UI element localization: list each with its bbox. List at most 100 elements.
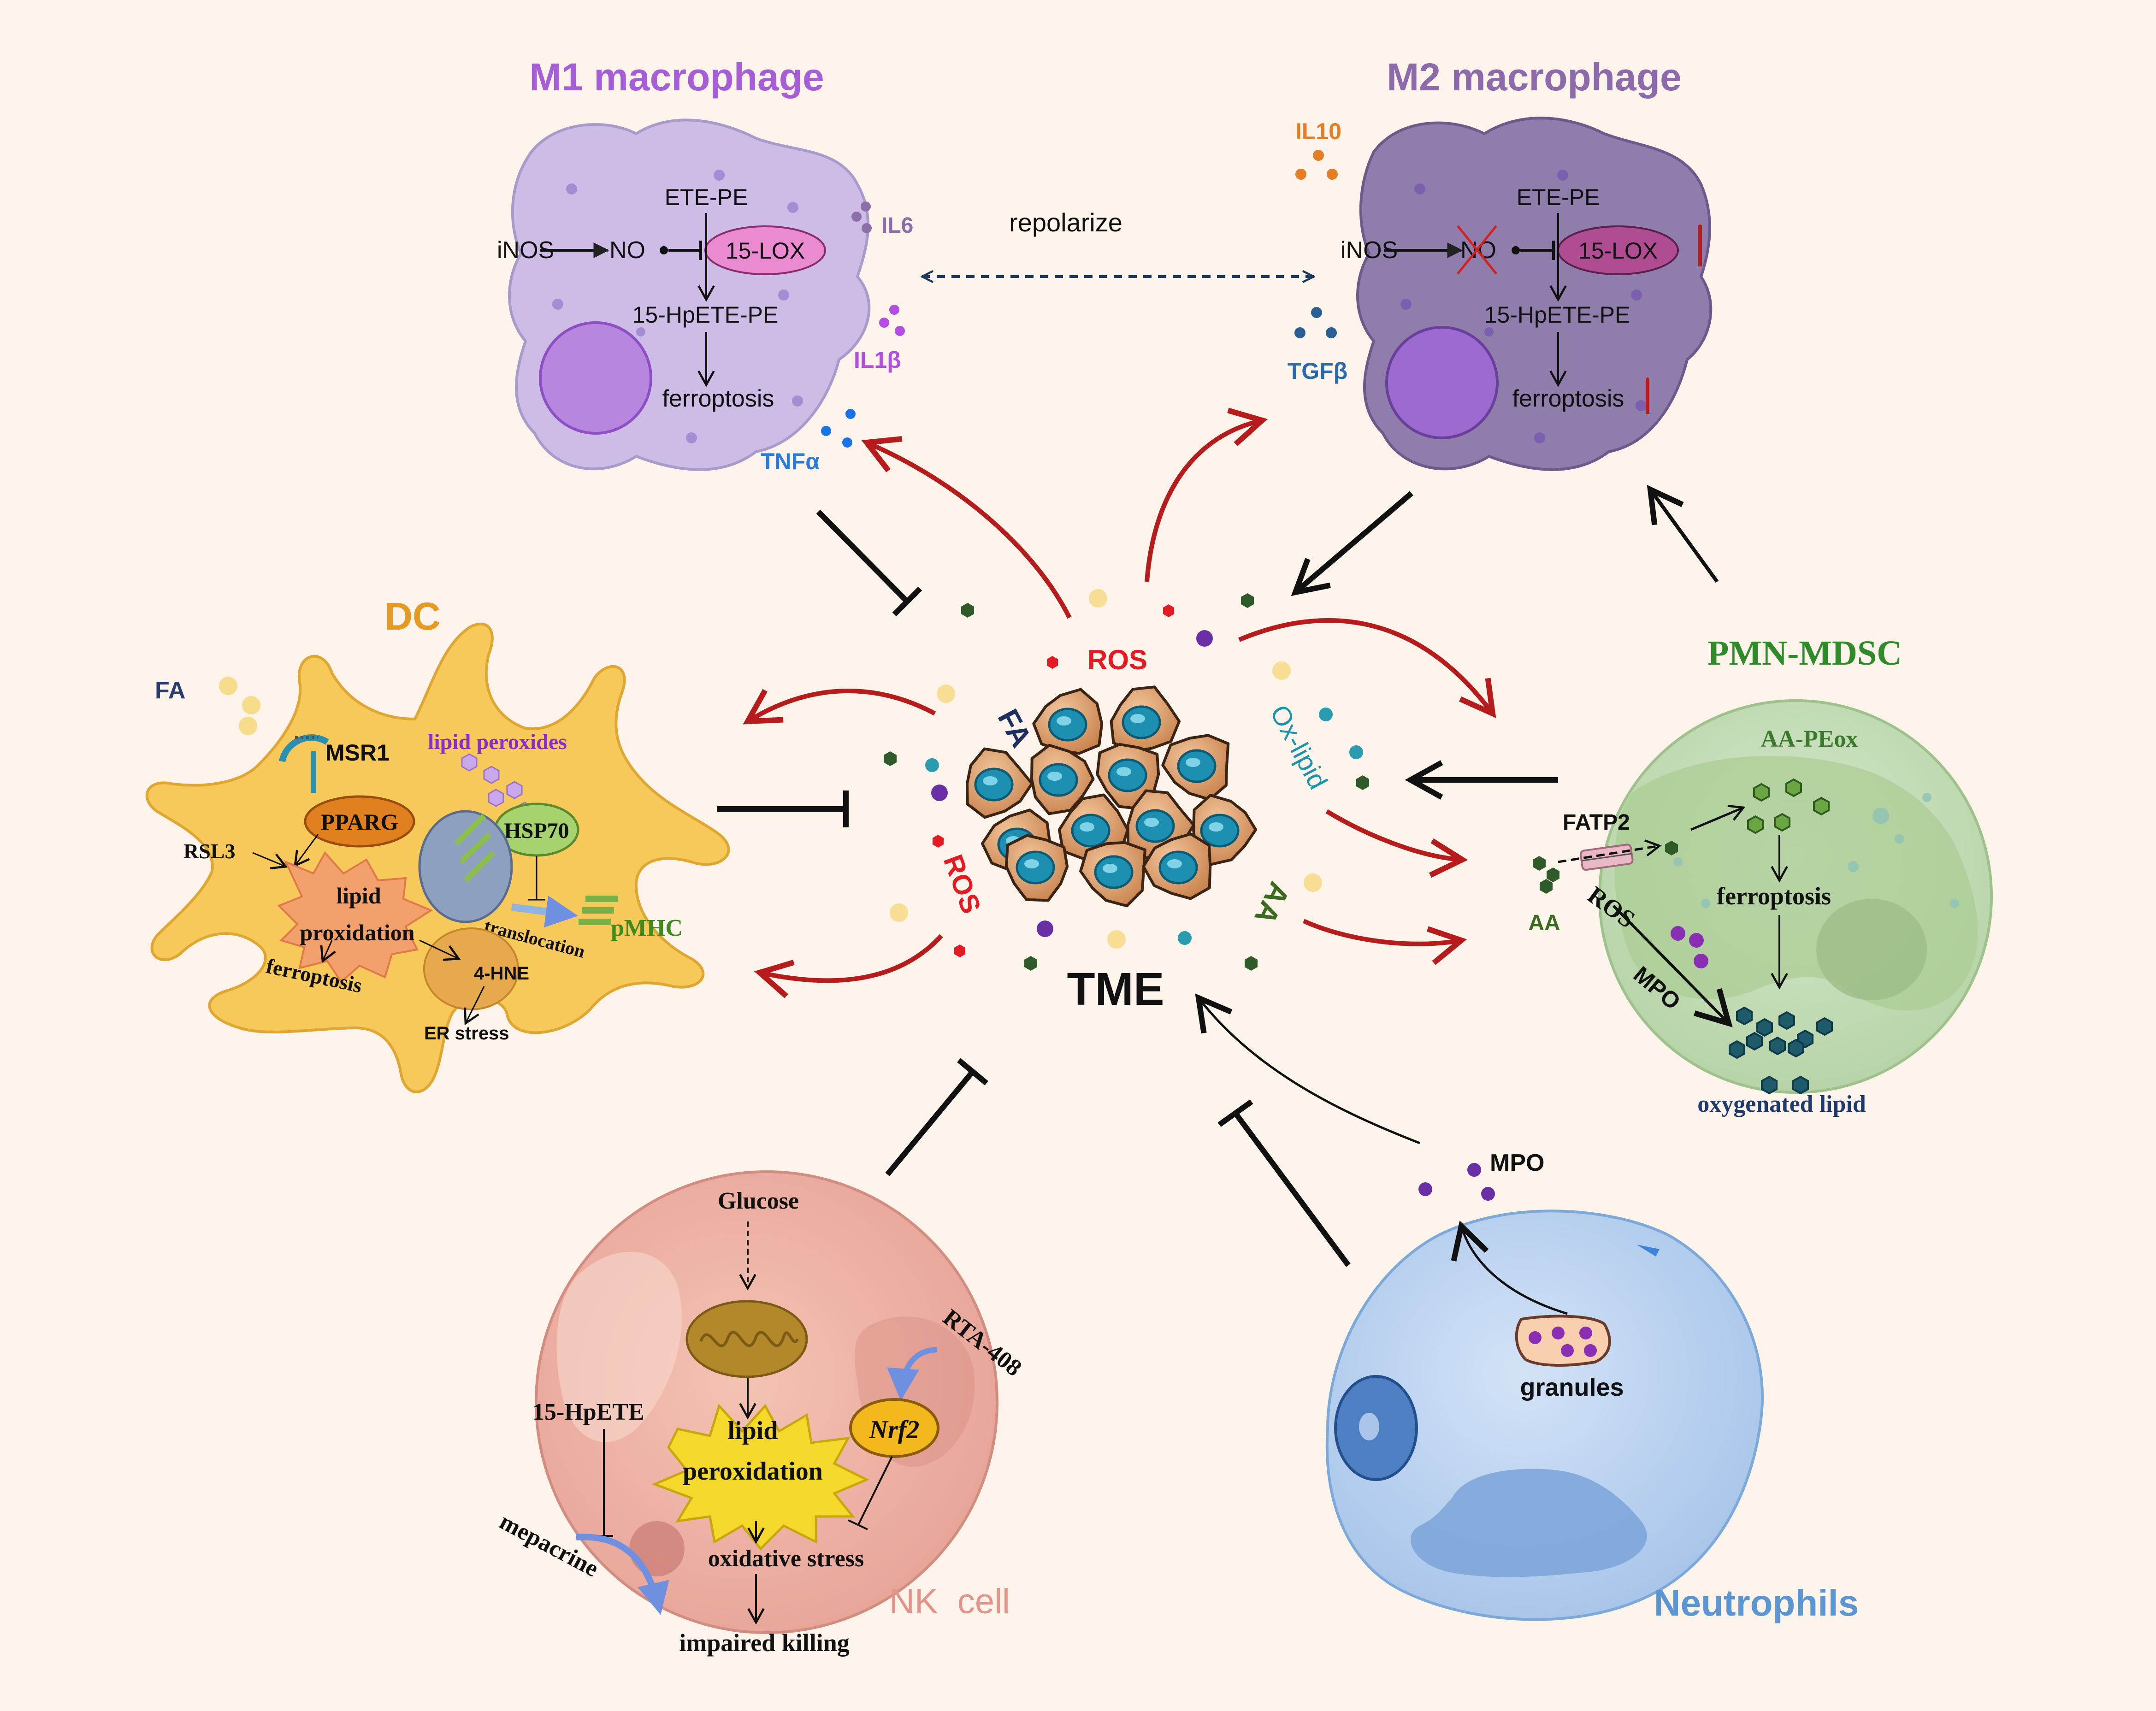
nrf2-badge xyxy=(849,1398,939,1458)
m1-nucleus xyxy=(539,321,652,435)
pmn-title: PMN-MDSC xyxy=(1707,634,1902,673)
nrf2-inhibit-bar xyxy=(848,1519,868,1530)
nk-inhibit-bar xyxy=(957,1058,988,1086)
m1-no-dot xyxy=(660,246,668,254)
arrow-to-m1 xyxy=(861,436,1072,619)
fa-label: FA xyxy=(991,704,1038,753)
m2-no-cross xyxy=(1457,225,1497,275)
fatp2-dashed-arrow xyxy=(1558,839,1662,863)
oxygenated-lipid-hexagons xyxy=(1729,1006,1833,1095)
neutrophil-inhibits-tme xyxy=(1233,1111,1351,1267)
fatp2-product-hexagon xyxy=(1665,841,1678,856)
nk-inhibits-tme xyxy=(885,1070,975,1176)
neutrophils-title: Neutrophils xyxy=(1654,1582,1859,1623)
translocation-arrow xyxy=(511,896,578,928)
tme-red-arrows xyxy=(743,407,1496,998)
ros-mpo-arrow xyxy=(1612,904,1733,1027)
dc-organelle xyxy=(418,810,513,923)
msr1-label: MSR1 xyxy=(325,740,390,766)
m1-ferroptosis: ferroptosis xyxy=(662,385,774,412)
nk-cell: Glucose lipid peroxidation RTA-408 Nrf2 … xyxy=(495,1170,1027,1657)
tnfa-dots xyxy=(821,409,856,448)
teal-dots xyxy=(925,708,1363,945)
ros-hexagons xyxy=(933,604,1174,957)
nk-title: NK cell xyxy=(889,1582,1010,1621)
m2-no-dot xyxy=(1512,246,1520,254)
tme-center: TME ROS ROS FA Ox-lipid AA xyxy=(884,589,1369,1015)
ros-top-label: ROS xyxy=(1087,644,1147,675)
nk-hpete-label: 15-HpETE xyxy=(532,1399,644,1425)
tumor-cell xyxy=(1079,841,1146,908)
tumor-cell xyxy=(1142,832,1212,900)
m2-nucleus xyxy=(1385,326,1499,439)
aa-peox-hexagons xyxy=(1747,778,1830,834)
pmn-mdsc: PMN-MDSC AA-PEox FATP2 ferroptosis xyxy=(1528,634,1993,1117)
granule-dots xyxy=(1529,1327,1597,1357)
pmn-aa-label: AA xyxy=(1528,911,1560,935)
m2-ete-pe: ETE-PE xyxy=(1517,184,1600,210)
m1-lox: 15-LOX xyxy=(726,238,805,264)
mitochondrion-icon xyxy=(685,1300,808,1378)
il10-dots xyxy=(1295,150,1338,180)
lipid-proxidation-burst xyxy=(277,851,433,984)
nk-oxidative-label: oxidative stress xyxy=(708,1546,864,1572)
tumor-cell xyxy=(1110,685,1181,753)
tumor-cell xyxy=(966,747,1034,819)
pmn-to-m2 xyxy=(1647,484,1719,583)
nk-highlight xyxy=(556,1251,682,1442)
m2-title: M2 macrophage xyxy=(1387,55,1682,99)
m1-no: NO xyxy=(609,237,645,264)
nrf2-label: Nrf2 xyxy=(869,1416,920,1444)
tumor-cell xyxy=(1161,734,1230,801)
tumor-cell xyxy=(1030,743,1095,815)
yellow-dots xyxy=(890,589,1322,949)
dc-proxidation-label: proxidation xyxy=(300,920,414,945)
aa-peox-label: AA-PEox xyxy=(1761,726,1858,752)
pmn-aa-hexagons xyxy=(1533,856,1559,894)
il1b-dots xyxy=(879,305,905,336)
mpo-release-label: MPO xyxy=(1490,1150,1544,1176)
m2-granules xyxy=(1400,170,1647,443)
nk-glucose-label: Glucose xyxy=(718,1188,799,1214)
pmn-teal-granules xyxy=(1673,793,1959,908)
pmhc-inner-strands xyxy=(454,814,496,883)
repolarize-label: repolarize xyxy=(1009,208,1122,237)
m2-ferroptosis: ferroptosis xyxy=(1512,385,1624,412)
tumor-cell xyxy=(1005,834,1069,902)
neutrophil-nucleus xyxy=(1411,1469,1647,1577)
m2-hpete: 15-HpETE-PE xyxy=(1484,302,1630,328)
dc-fa-label: FA xyxy=(155,677,185,704)
nk-lipid-label: lipid xyxy=(728,1416,778,1445)
il10-label: IL10 xyxy=(1295,118,1341,144)
fatp2-label: FATP2 xyxy=(1563,810,1630,835)
pmn-ferroptosis-label: ferroptosis xyxy=(1717,882,1831,910)
neutrophil-vesicle-highlight xyxy=(1359,1413,1379,1440)
green-hexagons xyxy=(884,593,1369,971)
purple-dots xyxy=(931,630,1213,937)
pmhc-complex-icon xyxy=(579,896,618,925)
il1b-label: IL1β xyxy=(854,347,901,373)
neutrophil: granules MPO Neutrophils xyxy=(1325,1150,1859,1623)
rta-to-nrf2-arrow xyxy=(887,1347,937,1401)
tumor-cluster xyxy=(966,685,1258,908)
m1-granules xyxy=(552,170,803,443)
tme-label: TME xyxy=(1067,963,1164,1015)
ros-left-label: ROS xyxy=(938,850,987,917)
mpo-to-tme-arrow xyxy=(1195,993,1420,1145)
pmn-lobe xyxy=(1816,899,1927,1000)
granules-to-mpo-arrow xyxy=(1451,1221,1568,1315)
msr1-receptor-icon xyxy=(279,734,329,793)
dendritic-cell: DC FA MSR1 lipid peroxides PPARG HSP70 R… xyxy=(145,595,730,1093)
nk-lipid-peroxidation-burst xyxy=(651,1404,869,1551)
nk-dark-spot xyxy=(629,1521,685,1576)
arrow-to-dc-top xyxy=(743,689,936,725)
dc-lipid-label: lipid xyxy=(336,883,381,909)
fatp2-to-peox-arrow xyxy=(1690,804,1746,831)
dc-lipid-peroxides: lipid peroxides xyxy=(428,730,567,754)
m1-inhibits-tme xyxy=(816,509,910,604)
m1-ete-pe: ETE-PE xyxy=(665,184,748,210)
nrf2-inhibit xyxy=(857,1456,893,1525)
rsl3-arrow xyxy=(252,852,288,870)
pparg-label: PPARG xyxy=(321,809,398,835)
